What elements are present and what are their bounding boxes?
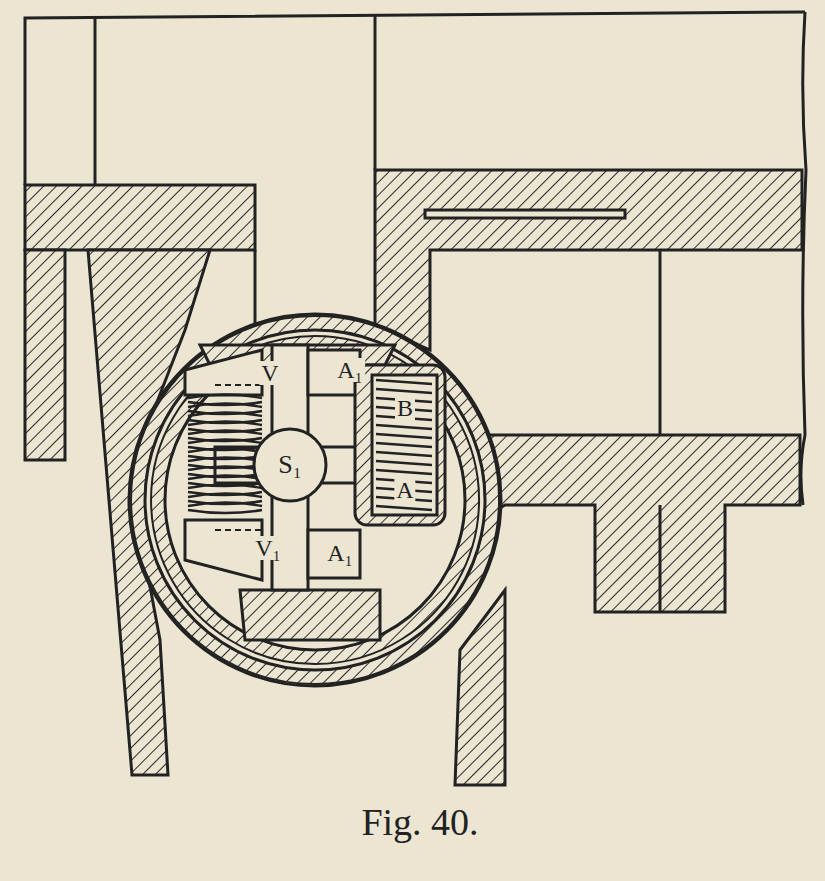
part-letter: B: [395, 396, 415, 420]
part-letter: A₁: [325, 541, 355, 565]
part-letter: A: [394, 478, 415, 502]
part-letter: V₁: [253, 536, 283, 560]
shaft-circle: S₁: [252, 427, 328, 503]
part-letter: V: [259, 361, 280, 385]
part-letter: A₁: [335, 358, 365, 382]
spring-coils: [188, 380, 432, 513]
figure-caption: Fig. 40.: [361, 800, 478, 844]
part-letter: S₁: [278, 452, 302, 478]
